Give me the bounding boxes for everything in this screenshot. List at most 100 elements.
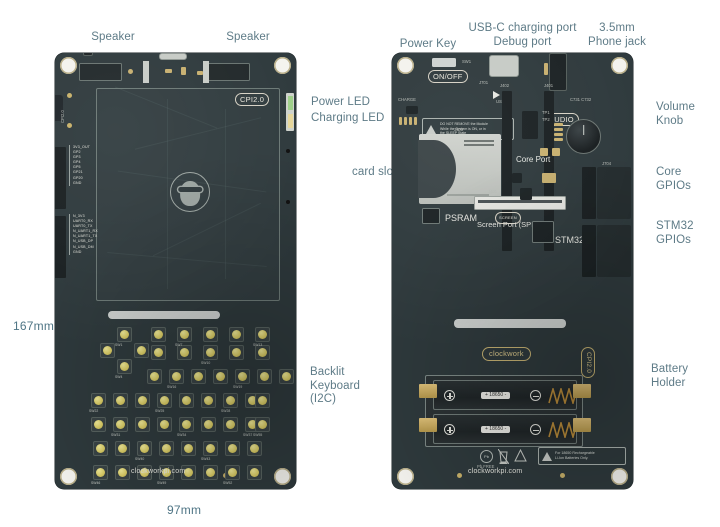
keyboard-key[interactable] [191, 369, 206, 384]
keyboard-key[interactable] [100, 343, 115, 358]
keyboard-key[interactable] [181, 441, 196, 456]
keyboard-key[interactable] [117, 359, 132, 374]
annotation-card-slot: card slot [352, 166, 397, 178]
keyboard-key[interactable] [255, 327, 270, 342]
keyboard-key[interactable] [223, 417, 238, 432]
keyboard-key[interactable] [135, 393, 150, 408]
keyboard-key[interactable] [177, 327, 192, 342]
keyboard-key[interactable] [177, 345, 192, 360]
key-led-cap [96, 468, 105, 477]
keyboard-key[interactable] [201, 393, 216, 408]
key-silk-ref: SW34 [177, 433, 187, 437]
keyboard-key[interactable] [203, 345, 218, 360]
keyboard-key[interactable] [157, 417, 172, 432]
key-led-cap [206, 468, 215, 477]
key-led-cap [226, 420, 235, 429]
key-led-cap [228, 444, 237, 453]
keyboard-key[interactable] [93, 465, 108, 480]
keyboard-key[interactable] [225, 465, 240, 480]
keyboard-key[interactable] [255, 345, 270, 360]
gpio-pin-label: GP20 [73, 175, 83, 180]
battery-spring-icon [548, 422, 578, 438]
silk-ref: SW1 [462, 59, 472, 64]
phone-jack [549, 53, 567, 91]
gpio-header-bottom [55, 216, 66, 278]
keyboard-key[interactable] [91, 393, 106, 408]
key-silk-ref: SW25 [155, 409, 165, 413]
pad [181, 67, 186, 75]
annotation-power-led: Power LED [311, 96, 371, 108]
keyboard-key[interactable] [247, 441, 262, 456]
keyboard-key[interactable] [137, 441, 152, 456]
keyboard-key[interactable] [255, 393, 270, 408]
key-led-cap [232, 330, 241, 339]
keyboard-key[interactable] [115, 465, 130, 480]
keyboard-key[interactable] [201, 417, 216, 432]
onoff-label: ON/OFF [428, 70, 468, 83]
silk-ref: J704 [602, 161, 612, 166]
keyboard-key[interactable] [229, 327, 244, 342]
keyboard-key[interactable] [134, 343, 149, 358]
keyboard-key[interactable] [203, 465, 218, 480]
battery-regulatory-box: For 18650 Rechargeable Li-Ion Batteries … [538, 447, 626, 465]
keyboard-key[interactable] [157, 393, 172, 408]
keyboard-key[interactable] [93, 441, 108, 456]
via-pad [67, 93, 72, 98]
key-led-cap [116, 396, 125, 405]
battery-negative-icon [530, 390, 541, 401]
key-led-cap [118, 444, 127, 453]
keyboard-key[interactable] [179, 417, 194, 432]
keyboard-key[interactable] [279, 369, 294, 384]
keyboard-key[interactable] [115, 441, 130, 456]
keyboard-key[interactable] [169, 369, 184, 384]
annotation-speaker-right: Speaker [226, 31, 270, 43]
dimension-width: 97mm [167, 503, 202, 517]
keyboard-key[interactable] [151, 345, 166, 360]
keyboard-key[interactable] [113, 417, 128, 432]
keyboard-key[interactable] [255, 417, 270, 432]
annotation-battery-holder: Battery Holder [651, 363, 689, 389]
battery-terminal [573, 418, 591, 432]
battery-cell-label: + 18650 - [481, 392, 511, 399]
keyboard-key[interactable] [159, 465, 174, 480]
gpio-pin-label: UART0_TX [73, 224, 93, 229]
card-slot [418, 134, 501, 204]
keyboard-key[interactable] [229, 345, 244, 360]
keyboard-key[interactable] [117, 327, 132, 342]
silk-ref: TP1 [542, 110, 550, 115]
keyboard-key[interactable] [159, 441, 174, 456]
keyboard-key[interactable] [113, 393, 128, 408]
keyboard-key[interactable] [135, 417, 150, 432]
mounting-hole [611, 57, 628, 74]
keyboard-key[interactable] [257, 369, 272, 384]
keyboard-key[interactable] [223, 393, 238, 408]
keyboard-key[interactable] [151, 327, 166, 342]
key-led-cap [180, 330, 189, 339]
keyboard-key[interactable] [247, 465, 262, 480]
key-led-cap [140, 468, 149, 477]
keyboard-key[interactable] [137, 465, 152, 480]
keyboard-key[interactable] [203, 327, 218, 342]
gpio-pin-label: GP21 [73, 170, 83, 175]
keyboard-key[interactable] [179, 393, 194, 408]
via-pad [457, 473, 462, 478]
key-led-cap [137, 346, 146, 355]
gpio-header-top [55, 147, 66, 209]
key-silk-ref: SW10 [201, 361, 211, 365]
keyboard-key[interactable] [203, 441, 218, 456]
gpio-pin-label: GND [73, 180, 82, 185]
key-led-cap [162, 468, 171, 477]
keyboard-key[interactable] [147, 369, 162, 384]
keyboard-key[interactable] [181, 465, 196, 480]
keyboard-key[interactable] [91, 417, 106, 432]
core-port-header-right [544, 91, 554, 251]
keyboard-key[interactable] [235, 369, 250, 384]
keyboard-key[interactable] [225, 441, 240, 456]
stm32-gpio-header [582, 225, 596, 277]
keyboard-key[interactable] [213, 369, 228, 384]
pad [197, 71, 203, 75]
pb-free-icon: Pb [480, 450, 493, 463]
key-led-cap [238, 372, 247, 381]
key-led-cap [184, 468, 193, 477]
